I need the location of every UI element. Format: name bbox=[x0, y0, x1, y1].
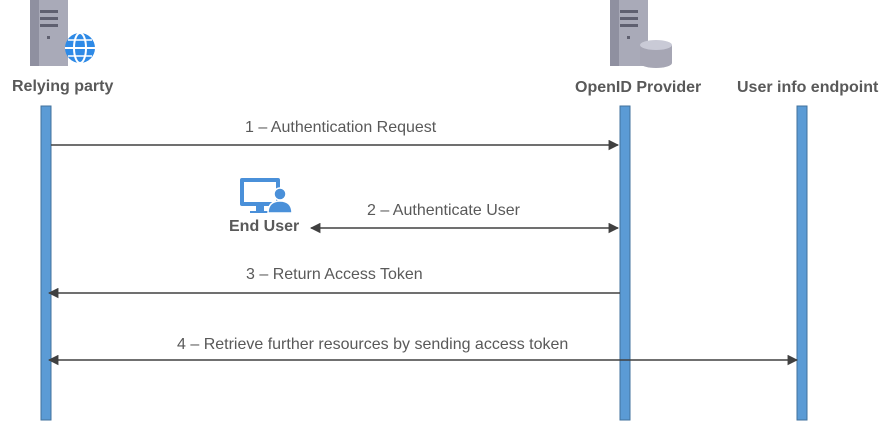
lifeline-relying-party bbox=[40, 105, 52, 421]
lifeline-user-info-endpoint bbox=[796, 105, 808, 421]
lifeline-openid-provider bbox=[619, 105, 631, 421]
actor-label-relying-party: Relying party bbox=[12, 78, 114, 95]
actor-label-user-info-endpoint: User info endpoint bbox=[737, 79, 879, 96]
message-label-1: 1 – Authentication Request bbox=[245, 119, 437, 136]
message-label-4: 4 – Retrieve further resources by sendin… bbox=[177, 336, 569, 353]
user-computer-icon bbox=[240, 178, 293, 214]
message-label-2: 2 – Authenticate User bbox=[367, 202, 520, 219]
server-globe-icon bbox=[30, 0, 95, 66]
server-database-icon bbox=[610, 0, 672, 68]
message-label-3: 3 – Return Access Token bbox=[246, 266, 423, 283]
end-user-label: End User bbox=[229, 218, 300, 235]
actor-label-openid-provider: OpenID Provider bbox=[575, 79, 702, 96]
